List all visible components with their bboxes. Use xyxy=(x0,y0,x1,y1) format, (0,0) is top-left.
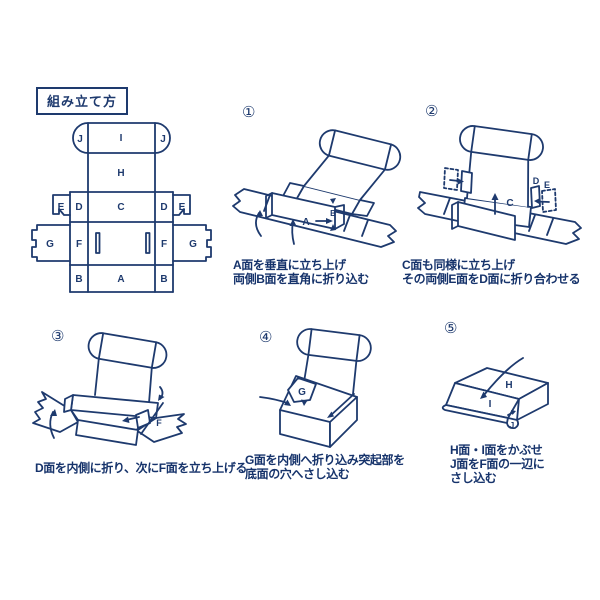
panel-label-e-left: E xyxy=(58,202,65,213)
step-1-label-a: A xyxy=(302,217,309,228)
step-1-diagram: A B xyxy=(232,129,402,248)
panel-label-a: A xyxy=(117,274,124,285)
step-5-number: ⑤ xyxy=(444,320,458,337)
step-2-label-d: D xyxy=(533,176,540,186)
panel-label-i: I xyxy=(120,133,123,144)
panel-label-h: H xyxy=(117,168,124,179)
step-3-box-walls xyxy=(63,394,164,446)
step-3-fold-arrows xyxy=(49,386,165,439)
step-5-caption: H面・I面をかぶせ J面をF面の一辺に さし込む xyxy=(450,443,545,485)
step-1-caption: A面を垂直に立ち上げ 両側B面を直角に折り込む xyxy=(233,258,369,286)
step-3-label-f: F xyxy=(156,418,162,428)
step-1-fold-arrows xyxy=(255,210,333,245)
step-2-front-wall xyxy=(451,201,516,241)
panel-label-c: C xyxy=(117,202,124,213)
step-4-caption: G面を内側へ折り込み突起部を 底面の穴へさし込む xyxy=(245,453,405,481)
step-4-lid-tab xyxy=(296,328,372,395)
step-2-fold-arrows xyxy=(449,178,550,215)
panel-label-b-right: B xyxy=(160,274,167,285)
flat-pattern-outline xyxy=(31,122,212,293)
step-4-label-g: G xyxy=(298,387,306,398)
step-5-diagram: H I J xyxy=(441,357,549,430)
step-3-number: ③ xyxy=(51,328,65,345)
page-title: 組み立て方 xyxy=(36,87,129,115)
step-5-label-i: I xyxy=(489,399,492,410)
panel-label-g-left: G xyxy=(46,239,54,250)
panel-label-b-left: B xyxy=(75,274,82,285)
step-1-raised-wall-a xyxy=(265,192,345,231)
flat-pattern-diagram: J I J H E D C D E G F F G B A B xyxy=(31,122,212,293)
step-3-diagram: F xyxy=(32,332,187,446)
step-4-open-box xyxy=(279,375,358,448)
step-4-diagram: G xyxy=(259,328,372,448)
panel-label-j-left: J xyxy=(77,134,83,145)
panel-label-g-right: G xyxy=(189,239,197,250)
step-1-label-b: B xyxy=(330,209,336,218)
step-5-label-h: H xyxy=(505,380,512,391)
step-4-number: ④ xyxy=(259,329,273,346)
panel-label-j-right: J xyxy=(160,134,166,145)
step-5-fold-arrows xyxy=(480,357,524,416)
panel-label-e-right: E xyxy=(179,202,186,213)
step-2-number: ② xyxy=(425,103,439,120)
step-5-closed-box xyxy=(441,367,549,430)
step-3-caption: D面を内側に折り、次にF面を立ち上げる xyxy=(35,461,247,475)
step-2-tab-d-left xyxy=(443,167,473,194)
step-2-caption: C面も同様に立ち上げ その両側E面をD面に折り合わせる xyxy=(402,258,581,286)
step-3-lid-tab xyxy=(87,332,168,404)
step-1-lid-tab xyxy=(303,129,402,201)
step-2-lid-tab xyxy=(459,125,544,208)
step-4-flap-g xyxy=(287,377,317,406)
step-4-fold-arrows xyxy=(259,396,291,406)
step-1-number: ① xyxy=(242,104,256,121)
panel-label-d-right: D xyxy=(160,202,167,213)
panel-label-f-left: F xyxy=(76,239,82,250)
panel-label-f-right: F xyxy=(161,239,167,250)
step-2-label-c: C xyxy=(506,198,513,209)
step-2-diagram: C D E xyxy=(417,125,582,245)
step-5-label-j: J xyxy=(510,421,514,430)
step-2-label-e: E xyxy=(544,180,550,190)
panel-label-d-left: D xyxy=(75,202,82,213)
